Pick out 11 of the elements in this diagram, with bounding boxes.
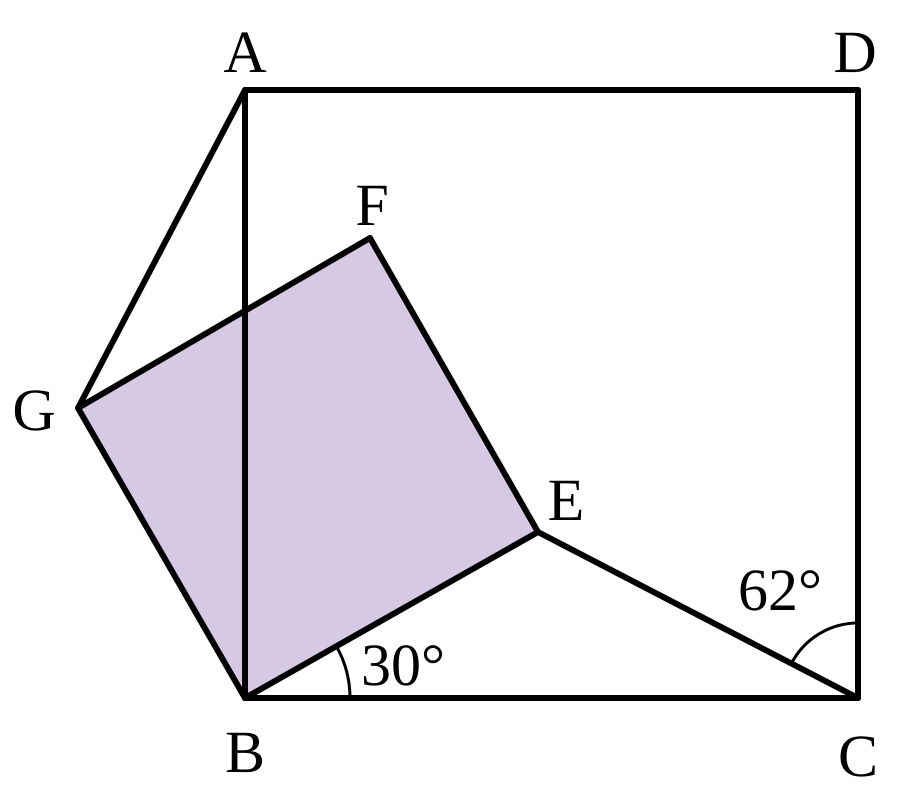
vertex-label: B (224, 722, 266, 782)
angle-label: 30° (361, 635, 445, 695)
vertex-label: C (838, 726, 878, 786)
line-segment (535, 529, 861, 701)
vertex-label: E (548, 470, 584, 530)
vertex-label: D (833, 22, 877, 82)
vertex-label: G (12, 380, 56, 440)
vertex-label: A (223, 22, 267, 82)
angle-label: 62° (738, 560, 822, 620)
vertex-label: F (355, 175, 389, 235)
line-segment (242, 529, 541, 701)
